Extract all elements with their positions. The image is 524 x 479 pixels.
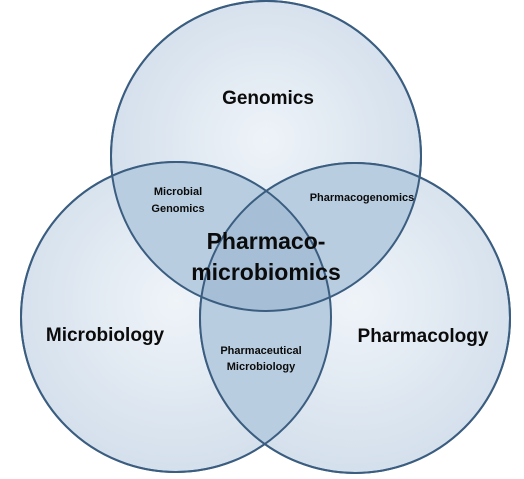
microbial-genomics-label-line2: Genomics	[151, 203, 204, 215]
pharmacogenomics-label: Pharmacogenomics	[310, 192, 415, 204]
pharmacology-outline	[199, 162, 511, 474]
microbiology-outline	[20, 161, 332, 473]
genomics-outline	[110, 0, 422, 312]
genomics-label: Genomics	[222, 88, 314, 109]
microbiology-label: Microbiology	[46, 325, 165, 346]
center-label-line2: microbiomics	[191, 259, 341, 285]
pharmaceutical-microbiology-label-line2: Microbiology	[227, 361, 296, 373]
pharmacology-label: Pharmacology	[358, 326, 489, 347]
microbial-genomics-label-line1: Microbial	[154, 186, 202, 198]
overlap-center	[200, 163, 331, 311]
pharmaceutical-microbiology-label-line1: Pharmaceutical	[220, 345, 301, 357]
center-label-line1: Pharmaco-	[207, 228, 326, 254]
